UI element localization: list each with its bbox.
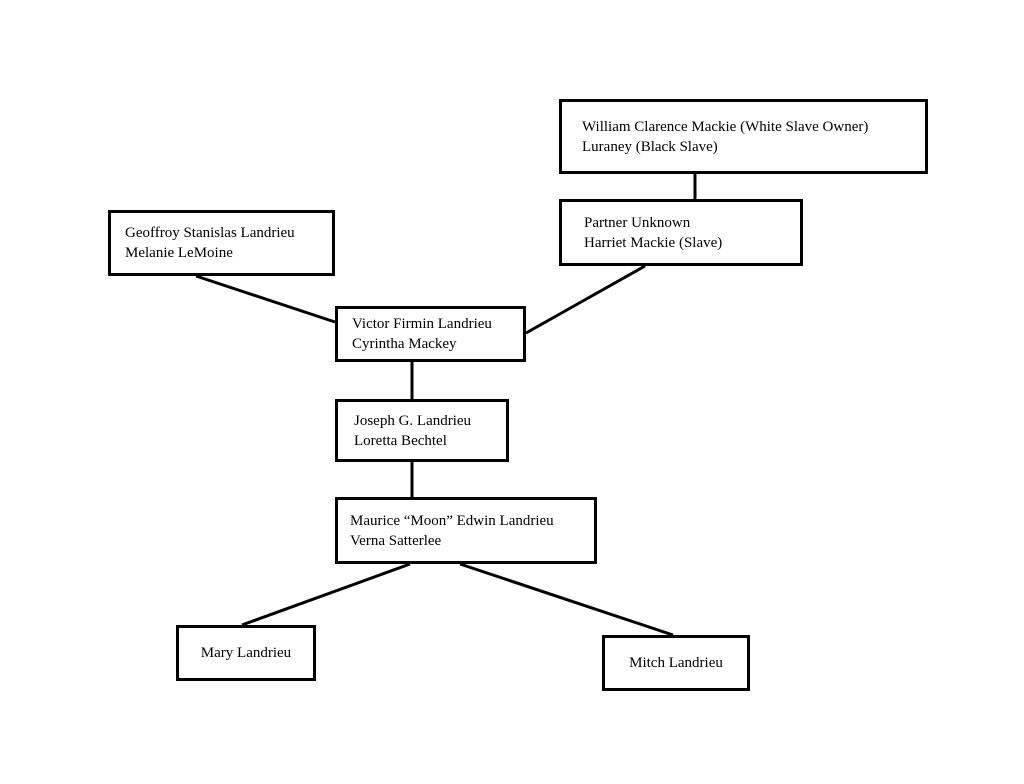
- node-line: Harriet Mackie (Slave): [584, 234, 723, 251]
- node-line: Maurice “Moon” Edwin Landrieu: [350, 512, 554, 529]
- node-mitch: Mitch Landrieu: [602, 635, 750, 691]
- node-line: Loretta Bechtel: [354, 432, 447, 449]
- node-line: Partner Unknown: [584, 214, 691, 231]
- node-line: Mary Landrieu: [200, 645, 292, 661]
- node-line: William Clarence Mackie (White Slave Own…: [582, 118, 869, 135]
- node-line: Victor Firmin Landrieu: [352, 316, 492, 332]
- edge-harriet-to-victor: [525, 264, 646, 335]
- edge-geoffroy-to-victor: [195, 274, 336, 324]
- node-line: Verna Satterlee: [350, 532, 442, 549]
- node-mary: Mary Landrieu: [176, 625, 316, 681]
- edge-maurice-to-mary: [241, 562, 411, 627]
- node-line: Melanie LeMoine: [125, 245, 233, 261]
- node-line: Geoffroy Stanislas Landrieu: [125, 225, 295, 241]
- node-line: Cyrintha Mackey: [352, 336, 457, 352]
- node-geoffroy: Geoffroy Stanislas Landrieu Melanie LeMo…: [108, 210, 335, 276]
- node-joseph: Joseph G. Landrieu Loretta Bechtel: [335, 399, 509, 462]
- node-mackie-owner: William Clarence Mackie (White Slave Own…: [559, 99, 928, 174]
- node-line: Luraney (Black Slave): [582, 138, 718, 155]
- node-victor: Victor Firmin Landrieu Cyrintha Mackey: [335, 306, 526, 362]
- edge-maurice-to-mitch: [459, 562, 674, 637]
- node-maurice: Maurice “Moon” Edwin Landrieu Verna Satt…: [335, 497, 597, 564]
- node-harriet: Partner Unknown Harriet Mackie (Slave): [559, 199, 803, 266]
- node-line: Mitch Landrieu: [629, 655, 723, 671]
- node-line: Joseph G. Landrieu: [354, 412, 472, 429]
